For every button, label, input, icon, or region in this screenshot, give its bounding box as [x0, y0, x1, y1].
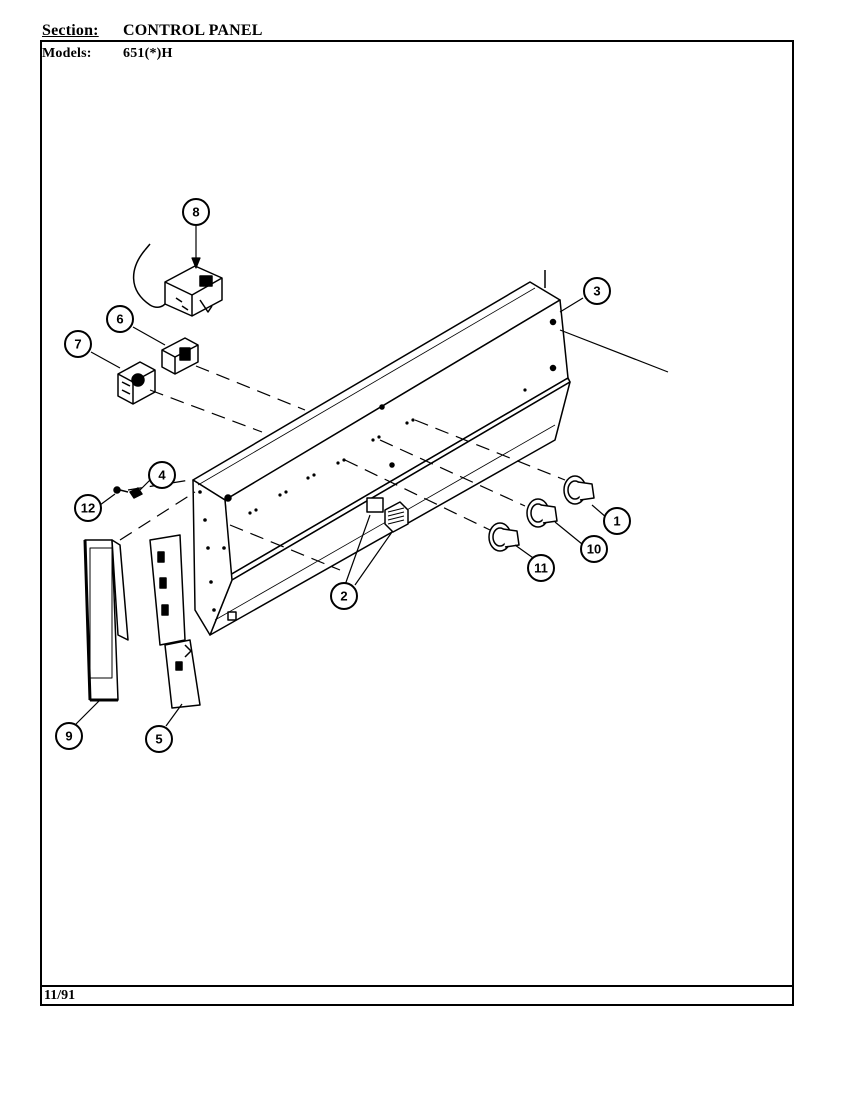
leader-lines: [75, 226, 669, 727]
callout-8-label: 8: [192, 205, 199, 220]
selector-switch: [117, 361, 156, 405]
callout-11: 11: [527, 554, 555, 582]
callout-3: 3: [583, 277, 611, 305]
callout-10-label: 10: [587, 542, 601, 557]
callout-1: 1: [603, 507, 631, 535]
callout-7-label: 7: [74, 337, 81, 352]
knob-1: [563, 475, 595, 505]
callout-9-label: 9: [65, 729, 72, 744]
mounting-bracket: [149, 534, 201, 709]
timer-component: [132, 243, 223, 317]
callout-6: 6: [106, 305, 134, 333]
callout-8: 8: [182, 198, 210, 226]
callout-4: 4: [148, 461, 176, 489]
section-label: Section:: [42, 22, 99, 39]
revision-date: 11/91: [44, 988, 76, 1003]
screw-part: [113, 486, 129, 494]
callout-9: 9: [55, 722, 83, 750]
callout-12: 12: [74, 494, 102, 522]
callout-6-label: 6: [116, 312, 123, 327]
callout-1-label: 1: [613, 514, 620, 529]
callout-5: 5: [145, 725, 173, 753]
callout-4-label: 4: [158, 468, 166, 483]
callout-7: 7: [64, 330, 92, 358]
control-panel-body: [192, 270, 571, 636]
callout-10: 10: [580, 535, 608, 563]
section-title: CONTROL PANEL: [123, 22, 263, 39]
switch-part: [384, 501, 409, 533]
callout-11-label: 11: [534, 561, 548, 576]
callout-5-label: 5: [155, 732, 162, 747]
knob-10: [526, 498, 558, 528]
knob-11: [488, 522, 520, 552]
assembly-guide-lines: [119, 365, 566, 571]
indicator-light: [161, 337, 199, 375]
footer-divider: [40, 985, 794, 987]
callout-12-label: 12: [81, 501, 95, 516]
models-value: 651(*)H: [123, 46, 173, 61]
models-label: Models:: [42, 46, 92, 61]
callout-3-label: 3: [593, 284, 600, 299]
end-cap: [83, 539, 129, 702]
callout-2-label: 2: [340, 589, 347, 604]
callout-2: 2: [330, 582, 358, 610]
diagram-frame: [40, 40, 794, 1006]
